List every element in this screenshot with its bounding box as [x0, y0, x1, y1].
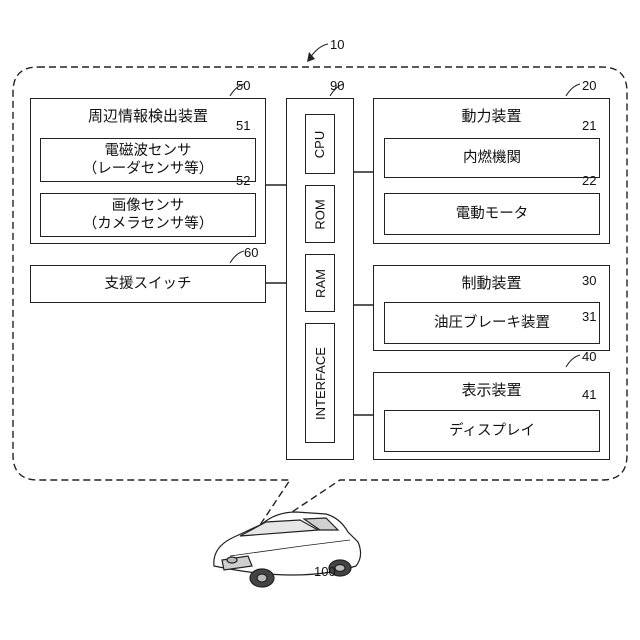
image-sensor-line2: （カメラセンサ等） — [83, 215, 214, 233]
ref-image-sensor: 52 — [236, 174, 250, 188]
cpu-block: CPU — [305, 114, 335, 174]
image-sensor-line1: 画像センサ — [112, 197, 185, 215]
rom-block: ROM — [305, 185, 335, 243]
hydraulic-brake-label: 油圧ブレーキ装置 — [434, 314, 550, 332]
ref-display: 40 — [582, 350, 596, 364]
power-unit-title: 動力装置 — [374, 107, 609, 125]
peripheral-detection-title: 周辺情報検出装置 — [31, 107, 265, 125]
ref-em-sensor: 51 — [236, 119, 250, 133]
em-wave-sensor-line1: 電磁波センサ — [105, 142, 192, 160]
ref-motor: 22 — [582, 174, 596, 188]
display-screen-box: ディスプレイ — [384, 410, 600, 452]
interface-block: INTERFACE — [305, 323, 335, 443]
ref-peripheral: 50 — [236, 79, 250, 93]
support-switch-box: 支援スイッチ — [30, 265, 266, 303]
interface-label: INTERFACE — [313, 347, 328, 420]
ref-power: 20 — [582, 79, 596, 93]
support-switch-label: 支援スイッチ — [105, 275, 192, 293]
engine-label: 内燃機関 — [463, 149, 521, 167]
display-screen-label: ディスプレイ — [449, 422, 535, 440]
ref-display-screen: 41 — [582, 388, 596, 402]
ref-engine: 21 — [582, 119, 596, 133]
cpu-label: CPU — [312, 130, 327, 157]
em-wave-sensor-box: 電磁波センサ （レーダセンサ等） — [40, 138, 256, 182]
ref-hydraulic-brake: 31 — [582, 310, 596, 324]
vehicle-drawing — [214, 512, 361, 587]
ref-vehicle: 100 — [314, 565, 336, 579]
ram-label: RAM — [313, 269, 328, 298]
electric-motor-label: 電動モータ — [456, 205, 529, 223]
hydraulic-brake-box: 油圧ブレーキ装置 — [384, 302, 600, 344]
ref-ecu: 90 — [330, 79, 344, 93]
electric-motor-box: 電動モータ — [384, 193, 600, 235]
em-wave-sensor-line2: （レーダセンサ等） — [83, 160, 214, 178]
ref-support-switch: 60 — [244, 246, 258, 260]
ref-brake: 30 — [582, 274, 596, 288]
ram-block: RAM — [305, 254, 335, 312]
display-device-title: 表示装置 — [374, 381, 609, 399]
rom-label: ROM — [313, 199, 328, 229]
braking-device-title: 制動装置 — [374, 274, 609, 292]
engine-box: 内燃機関 — [384, 138, 600, 178]
ref-system: 10 — [330, 38, 344, 52]
image-sensor-box: 画像センサ （カメラセンサ等） — [40, 193, 256, 237]
